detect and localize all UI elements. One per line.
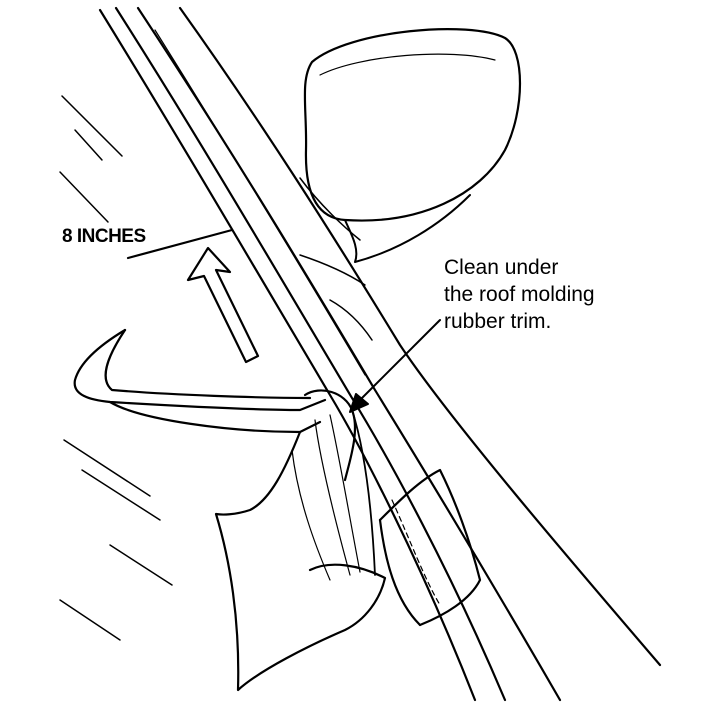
side-mirror <box>299 28 522 263</box>
windshield-glare-lines <box>59 95 173 641</box>
callout-line-1: Clean under <box>444 256 559 279</box>
measurement-label: 8 INCHES <box>62 226 146 247</box>
callout-text: Clean under the roof molding rubber trim… <box>444 254 595 335</box>
measurement-line <box>126 228 234 260</box>
arm-sleeve <box>378 468 482 627</box>
callout-line-2: the roof molding <box>444 283 595 306</box>
direction-arrow <box>186 246 260 364</box>
callout-line-3: rubber trim. <box>444 310 552 333</box>
a-pillar-molding <box>98 6 662 702</box>
hand-with-cloth <box>73 328 387 692</box>
callout-arrow <box>349 319 441 413</box>
